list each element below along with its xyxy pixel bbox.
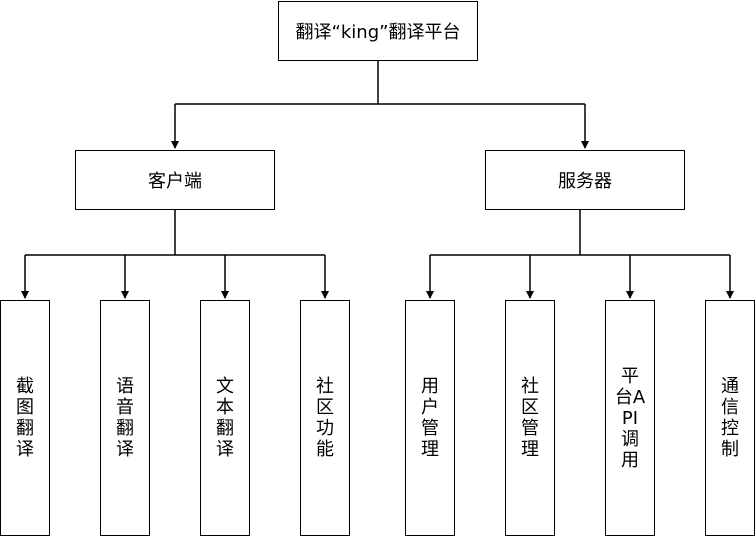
screenshot-translation-box: 截图翻译 xyxy=(0,300,50,536)
community-features-box: 社区功能 xyxy=(300,300,350,536)
voice-translation-label: 语音翻译 xyxy=(116,376,134,460)
text-translation-label: 文本翻译 xyxy=(216,376,234,460)
user-management-label: 用户管理 xyxy=(421,376,439,460)
platform-api-call-label: 平台API调用 xyxy=(614,365,646,471)
screenshot-translation-label: 截图翻译 xyxy=(16,376,34,460)
communication-control-box: 通信控制 xyxy=(705,300,755,536)
community-features-label: 社区功能 xyxy=(316,376,334,460)
community-management-box: 社区管理 xyxy=(505,300,555,536)
root-node-label: 翻译“king”翻译平台 xyxy=(295,22,461,43)
server-node-box: 服务器 xyxy=(485,150,685,210)
communication-control-label: 通信控制 xyxy=(721,376,739,460)
platform-api-call-box: 平台API调用 xyxy=(605,300,655,536)
server-node-label: 服务器 xyxy=(558,171,612,192)
user-management-box: 用户管理 xyxy=(405,300,455,536)
client-node-label: 客户端 xyxy=(148,171,202,192)
community-management-label: 社区管理 xyxy=(521,376,539,460)
root-node-box: 翻译“king”翻译平台 xyxy=(278,1,478,61)
voice-translation-box: 语音翻译 xyxy=(100,300,150,536)
text-translation-box: 文本翻译 xyxy=(200,300,250,536)
client-node-box: 客户端 xyxy=(75,150,275,210)
